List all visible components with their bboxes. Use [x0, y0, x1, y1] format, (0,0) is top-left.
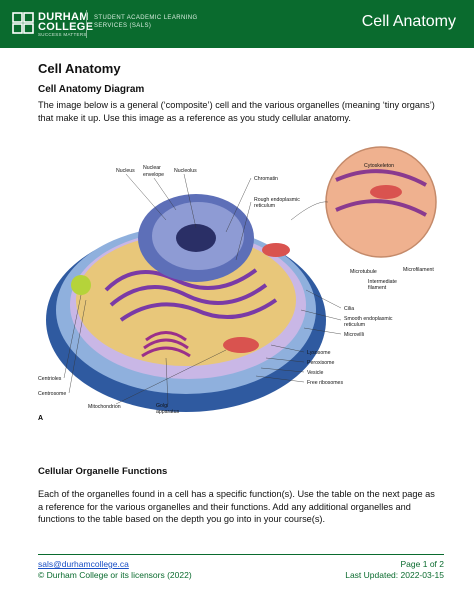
label-smooth-er-1: Smooth endoplasmic	[344, 316, 393, 322]
label-intermediate-filament-2: filament	[368, 285, 387, 291]
panel-label: A	[38, 415, 43, 422]
mitochondrion-2	[262, 243, 290, 257]
logo-line2: COLLEGE	[38, 21, 94, 33]
diagram-labels: Nucleus Nuclear envelope Nucleolus Chrom…	[38, 163, 434, 422]
footer-last-updated: Last Updated: 2022-03-15	[345, 570, 444, 580]
intro-paragraph: The image below is a general (‘composite…	[38, 100, 435, 123]
label-rough-er-1: Rough endoplasmic	[254, 197, 300, 203]
label-microfilament: Microfilament	[403, 267, 434, 273]
unit-name-line1: STUDENT ACADEMIC LEARNING	[94, 15, 198, 21]
label-golgi-1: Golgi	[156, 403, 168, 409]
centrosome	[71, 275, 91, 295]
footer-divider	[38, 554, 444, 555]
label-microvilli: Microvilli	[344, 332, 364, 338]
label-peroxisome: Peroxisome	[307, 360, 335, 366]
mitochondrion	[223, 337, 259, 353]
logo-mark-icon	[12, 12, 34, 34]
durham-college-logo[interactable]: DURHAM COLLEGE SUCCESS MATTERS	[12, 10, 94, 38]
label-free-ribosomes: Free ribosomes	[307, 380, 343, 386]
section-paragraph: Each of the organelles found in a cell h…	[38, 489, 435, 524]
header-divider	[86, 10, 87, 38]
golgi-apparatus	[141, 331, 191, 358]
leader-lines	[63, 173, 342, 405]
label-nucleolus: Nucleolus	[174, 168, 197, 174]
label-cilia: Cilia	[344, 306, 354, 312]
section-heading: Cellular Organelle Functions	[38, 466, 168, 477]
label-nuclear-envelope-1: Nuclear	[143, 165, 161, 171]
label-mitochondrion: Mitochondrion	[88, 404, 121, 410]
diagram-heading: Cell Anatomy Diagram	[38, 84, 145, 95]
label-centrioles: Centrioles	[38, 376, 62, 382]
header-title: Cell Anatomy	[361, 13, 456, 30]
label-nuclear-envelope-2: envelope	[143, 172, 164, 178]
page-header: DURHAM COLLEGE SUCCESS MATTERS STUDENT A…	[0, 0, 474, 48]
label-centrosome: Centrosome	[38, 391, 66, 397]
unit-name-line2: SERVICES (SALS)	[94, 23, 152, 29]
cytoskeleton-inset	[325, 146, 437, 258]
label-lysosome: Lysosome	[307, 350, 331, 356]
cell-anatomy-diagram: Nucleus Nuclear envelope Nucleolus Chrom…	[38, 146, 437, 422]
label-microtubule: Microtubule	[350, 269, 377, 275]
label-rough-er-2: reticulum	[254, 203, 275, 209]
footer-page-number: Page 1 of 2	[400, 559, 444, 569]
label-chromatin: Chromatin	[254, 176, 278, 182]
label-nucleus: Nucleus	[116, 168, 135, 174]
label-intermediate-filament-1: Intermediate	[368, 279, 397, 285]
label-golgi-2: apparatus	[156, 409, 179, 415]
logo-tagline: SUCCESS MATTERS	[38, 32, 87, 37]
footer-copyright: © Durham College or its licensors (2022)	[38, 570, 192, 580]
cell-body	[46, 226, 326, 412]
logo-line1: DURHAM	[38, 11, 89, 23]
label-vesicle: Vesicle	[307, 370, 324, 376]
nucleus	[138, 194, 254, 282]
label-cytoskeleton: Cytoskeleton	[364, 163, 394, 169]
label-smooth-er-2: reticulum	[344, 322, 365, 328]
footer-email-link[interactable]: sals@durhamcollege.ca	[38, 559, 129, 569]
page-title: Cell Anatomy	[38, 61, 121, 76]
rough-er	[104, 268, 278, 322]
